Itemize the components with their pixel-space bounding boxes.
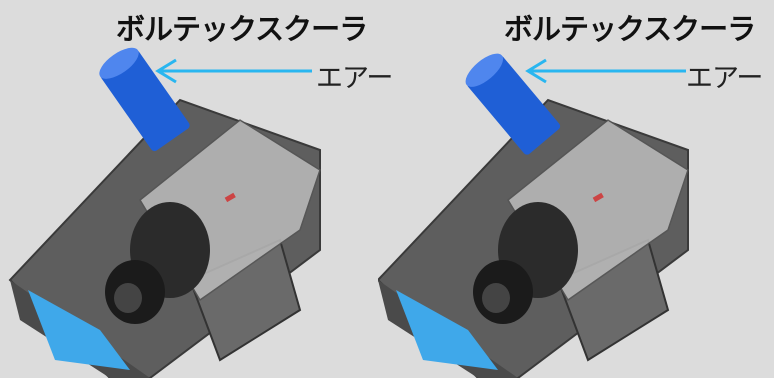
diagram-left: ボルテックスクーラ エアー (8, 12, 393, 378)
housing-window (396, 290, 498, 370)
camera-logo (592, 192, 604, 203)
air-label: エアー (686, 63, 763, 94)
diagram-title: ボルテックスクーラ (116, 12, 368, 46)
camera-lens-glass (482, 283, 510, 313)
camera-lens-glass (114, 283, 142, 313)
vortex-cooler (465, 53, 561, 155)
diagram-title: ボルテックスクーラ (504, 12, 756, 46)
diagram-right: ボルテックスクーラ エアー (378, 0, 765, 378)
air-arrow-head (525, 58, 547, 84)
air-arrow-head (155, 58, 177, 84)
camera-housing-illustration (8, 47, 321, 378)
vortex-cooler (99, 47, 190, 152)
air-label: エアー (316, 63, 393, 94)
camera-logo (224, 192, 236, 203)
housing-window (28, 290, 130, 370)
camera-housing-illustration (378, 53, 689, 378)
